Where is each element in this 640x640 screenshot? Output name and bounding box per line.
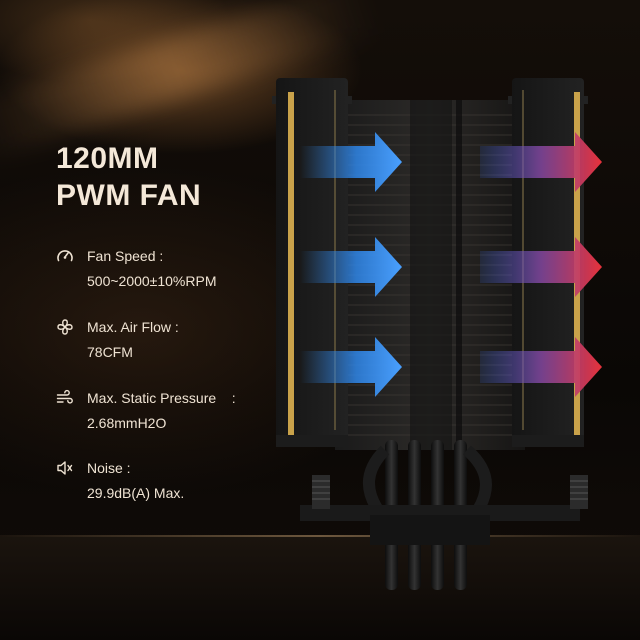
floor-reflection	[0, 535, 640, 640]
fan-left-gold-accent	[288, 92, 294, 437]
fan-icon	[57, 319, 73, 335]
mounting-screw-left	[312, 475, 330, 509]
cpu-cooler-illustration	[272, 78, 602, 590]
spec-label: Fan Speed :	[87, 248, 164, 264]
spec-static-pressure: Max. Static Pressure : 2.68mmH2O	[56, 387, 296, 431]
spec-value: 500~2000±10%RPM	[87, 273, 217, 289]
speaker-icon	[57, 461, 73, 475]
mounting-screw-right	[570, 475, 588, 509]
spec-air-flow: Max. Air Flow : 78CFM	[56, 316, 276, 360]
spec-value: 29.9dB(A) Max.	[87, 485, 185, 501]
spec-label: Max. Air Flow :	[87, 319, 179, 335]
spec-value: 2.68mmH2O	[87, 415, 167, 431]
airflow-intake-arrows	[300, 132, 402, 397]
spec-label: Max. Static Pressure :	[87, 390, 236, 406]
spec-label: Noise :	[87, 460, 131, 476]
spec-noise: Noise : 29.9dB(A) Max.	[56, 457, 276, 501]
headline-line-1: 120MM	[56, 142, 159, 175]
wind-icon	[56, 389, 73, 404]
floor-edge	[0, 535, 640, 537]
spec-value: 78CFM	[87, 344, 133, 360]
cold-plate	[370, 515, 490, 545]
headline-line-2: PWM FAN	[56, 179, 202, 212]
airflow-exhaust-arrows	[480, 132, 602, 397]
speedometer-icon	[57, 250, 73, 262]
spec-fan-speed: Fan Speed : 500~2000±10%RPM	[56, 245, 276, 289]
headline: 120MM PWM FAN	[56, 140, 201, 214]
